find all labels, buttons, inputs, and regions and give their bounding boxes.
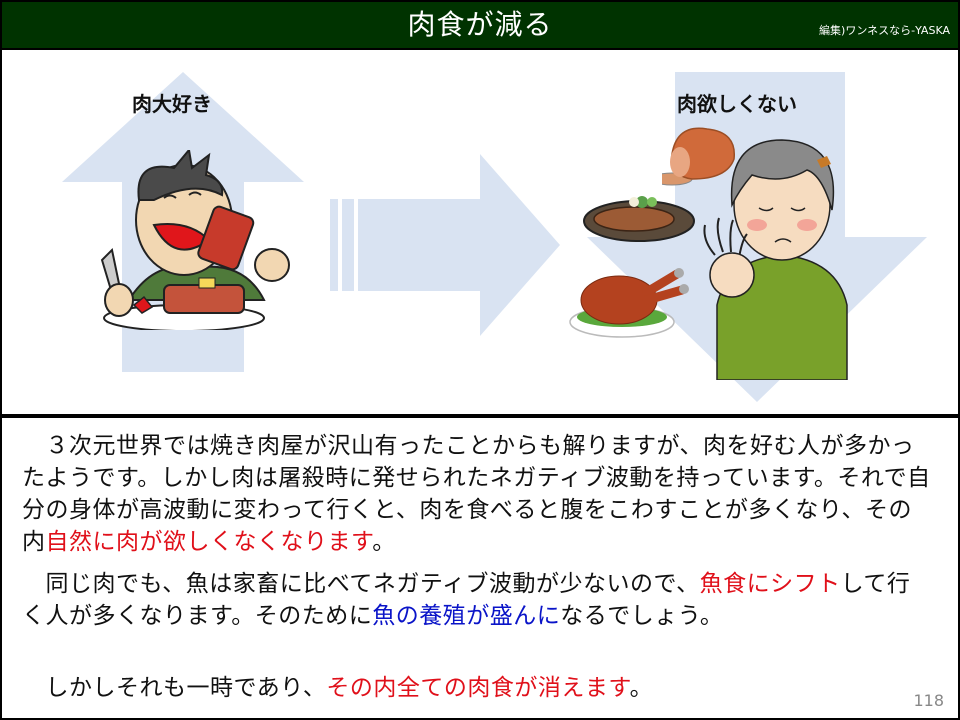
page-number: 118 <box>913 691 944 710</box>
refusing-man-illustration <box>703 139 848 380</box>
text-segment: なるでしょう。 <box>560 603 724 629</box>
illustration-panel: 肉大好き 肉欲しくない <box>2 50 958 414</box>
text-segment: ３次元世界では焼き肉屋が沢山有ったことからも解りますが、肉を好む人が多かったよう… <box>22 433 931 555</box>
text-segment: 。 <box>372 529 396 555</box>
paragraph-1: ３次元世界では焼き肉屋が沢山有ったことからも解りますが、肉を好む人が多かったよう… <box>22 430 932 558</box>
text-segment: して行く人が多くなります。そのために <box>22 571 911 629</box>
meat-lover-illustration <box>100 150 290 330</box>
highlight-blue: 魚の養殖が盛んに <box>372 603 561 629</box>
highlight-red: 自然に肉が欲しくなくなります <box>45 529 373 555</box>
text-panel: ３次元世界では焼き肉屋が沢山有ったことからも解りますが、肉を好む人が多かったよう… <box>2 418 958 718</box>
text-segment: 。 <box>629 675 654 701</box>
highlight-red: その内全ての肉食が消えます <box>326 675 630 701</box>
paragraph-3: しかしそれも一時であり、その内全ての肉食が消えます。 <box>22 672 932 704</box>
slide-header: 肉食が減る 編集)ワンネスなら-YASKA <box>2 2 958 48</box>
text-segment: しかしそれも一時であり、 <box>22 675 327 701</box>
roast-chicken-icon <box>569 268 689 338</box>
section-divider <box>0 414 960 418</box>
roast-ham-icon <box>662 127 735 186</box>
highlight-red: 魚食にシフト <box>699 571 841 597</box>
right-arrow-icon <box>330 154 560 336</box>
credit-text: 編集)ワンネスなら-YASKA <box>819 24 950 37</box>
right-label: 肉欲しくない <box>677 92 797 116</box>
steak-plate-icon <box>583 196 695 242</box>
paragraph-2: 同じ肉でも、魚は家畜に比べてネガティブ波動が少ないので、魚食にシフトして行く人が… <box>22 568 932 632</box>
text-segment: 同じ肉でも、魚は家畜に比べてネガティブ波動が少ないので、 <box>22 571 700 597</box>
left-label: 肉大好き <box>132 92 212 116</box>
page-title: 肉食が減る <box>407 8 553 41</box>
